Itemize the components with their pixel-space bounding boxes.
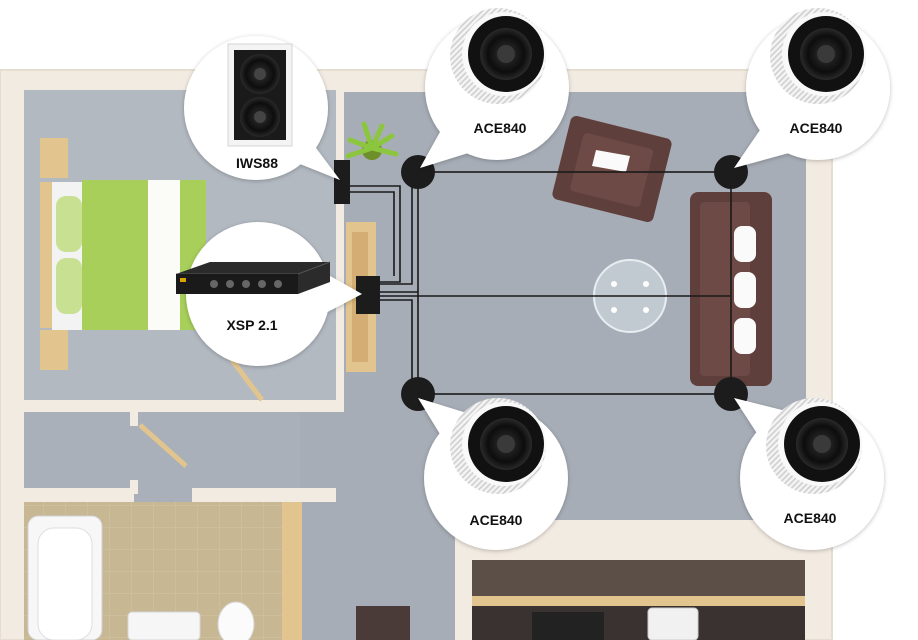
- ace840-top-left-label: ACE840: [474, 120, 527, 136]
- plant-icon: [345, 121, 399, 160]
- corridor-floor: [300, 400, 360, 640]
- in-wall-subwoofer-icon: [227, 43, 293, 147]
- ace840-bottom-right-label: ACE840: [784, 510, 837, 526]
- bathroom: [24, 502, 302, 640]
- ace840-top-right-label: ACE840: [790, 120, 843, 136]
- bed: [40, 138, 206, 370]
- speaker-wiring: [350, 171, 732, 395]
- interior-walls: [24, 90, 805, 640]
- ceiling-speaker-icon: [770, 8, 866, 104]
- kitchen: [472, 560, 805, 640]
- amplifier-icon: [176, 261, 331, 294]
- ceiling-speaker-icon: [450, 398, 546, 494]
- ceiling-speaker-icon: [450, 8, 546, 104]
- xsp21-label: XSP 2.1: [226, 317, 277, 333]
- subwoofer-location: [334, 160, 350, 204]
- armchair: [552, 115, 672, 223]
- ace840-bottom-left-label: ACE840: [470, 512, 523, 528]
- hallway-floor: [24, 412, 336, 502]
- iws88-label: IWS88: [236, 155, 278, 171]
- door-leaf: [230, 358, 264, 402]
- door-leaf: [138, 423, 188, 468]
- cabinet: [356, 606, 410, 640]
- ceiling-speaker-icon: [766, 398, 862, 494]
